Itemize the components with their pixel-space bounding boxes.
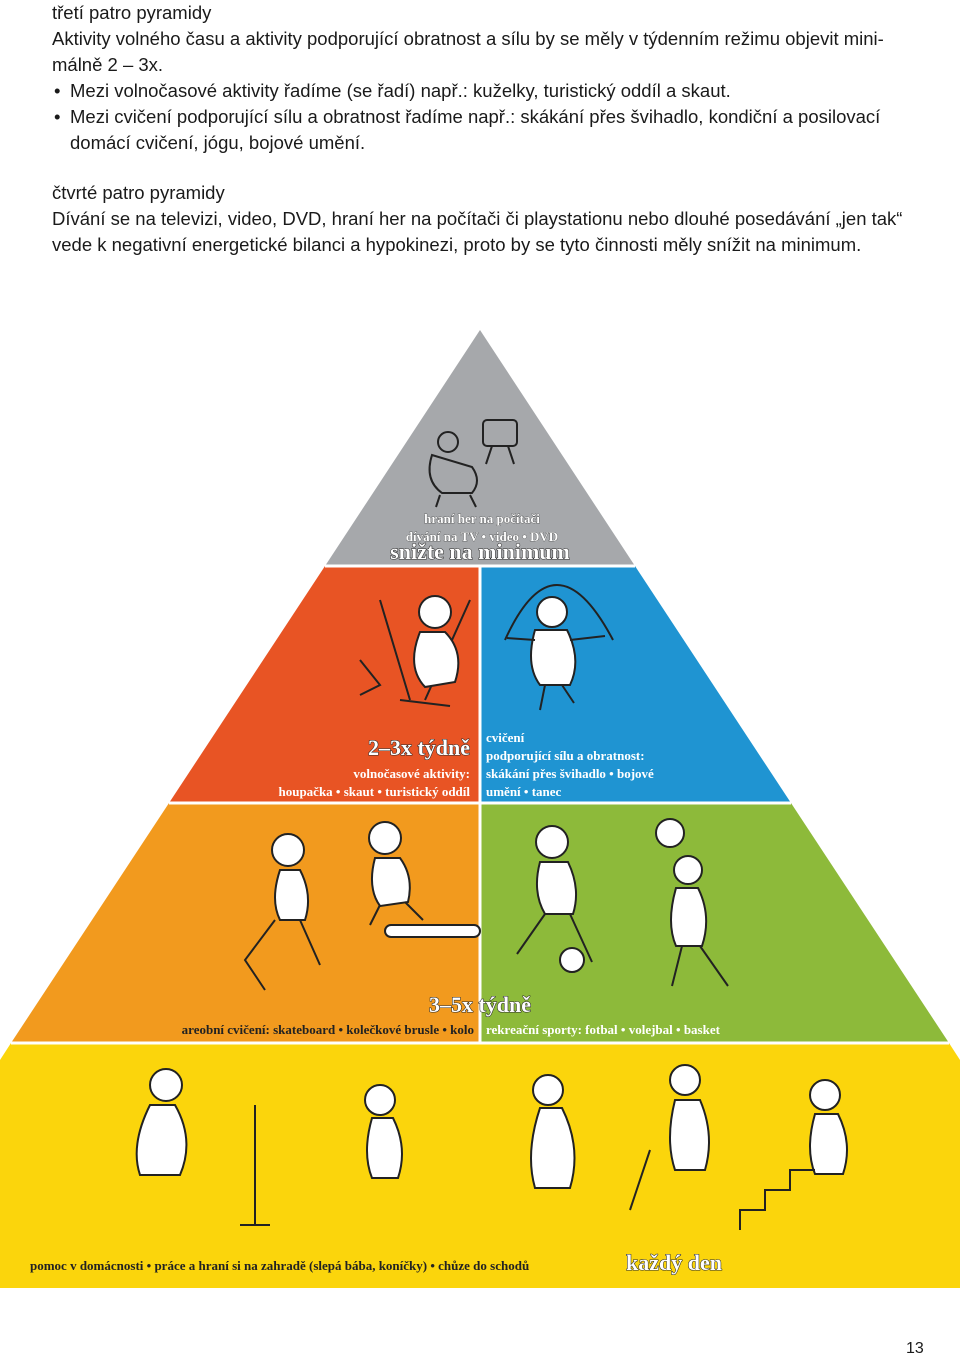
tier3-left-label: areobní cvičení: skateboard • kolečkové …: [182, 1022, 474, 1037]
tier2-frequency: 2–3x týdně: [368, 735, 470, 760]
skateboard-figure-icon: [243, 821, 481, 991]
tier3-frequency: 3–5x týdně: [429, 992, 531, 1017]
tier2-right-line3: skákání přes švihadlo • bojové: [486, 766, 654, 781]
tier2-right-line4: umění • tanec: [486, 784, 562, 799]
paragraph: Dívání se na televizi, video, DVD, hraní…: [52, 208, 903, 255]
tier3-right-label: rekreační sporty: fotbal • volejbal • ba…: [486, 1022, 721, 1037]
tier2-left-line1: volnočasové aktivity:: [353, 766, 470, 781]
pyramid-tier2-left: [169, 566, 480, 803]
bullet-item: Mezi volnočasové aktivity řadíme (se řad…: [52, 78, 932, 104]
base-frequency: každý den: [626, 1250, 722, 1275]
tv-watching-figure-icon: [428, 419, 518, 508]
top-tier-line1: hraní her na počítači: [424, 511, 540, 526]
tier2-right-line2: podporující sílu a obratnost:: [486, 748, 645, 763]
tier2-right-line1: cvičení: [486, 730, 525, 745]
section-heading: třetí patro pyramidy: [52, 2, 212, 23]
paragraph-line: Aktivity volného času a aktivity podporu…: [52, 28, 884, 49]
section-fourth-floor: čtvrté patro pyramidy Dívání se na telev…: [52, 180, 932, 258]
pyramid-tier-top: [325, 330, 635, 566]
section-third-floor: třetí patro pyramidy Aktivity volného ča…: [52, 0, 932, 156]
swing-figure-icon: [359, 595, 471, 707]
household-figures-icon: [135, 1064, 848, 1230]
bullet-list: Mezi volnočasové aktivity řadíme (se řad…: [52, 78, 932, 156]
tier2-left-line2: houpačka • skaut • turistický oddíl: [278, 784, 470, 799]
base-label: pomoc v domácnosti • práce a hraní si na…: [30, 1258, 529, 1273]
top-tier-frequency: snižte na minimum: [390, 539, 570, 564]
pyramid-tier-base: [0, 1043, 960, 1288]
pyramid-tier3-left: [11, 803, 480, 1043]
bullet-item: Mezi cvičení podporující sílu a obratnos…: [52, 104, 932, 156]
football-figure-icon: [516, 825, 593, 973]
volleyball-figure-icon: [655, 818, 729, 987]
section-heading: čtvrté patro pyramidy: [52, 182, 225, 203]
jump-rope-figure-icon: [504, 584, 614, 711]
pyramid-tier3-right: [480, 803, 949, 1043]
paragraph: Aktivity volného času a aktivity podporu…: [52, 26, 932, 78]
page-number: 13: [906, 1340, 924, 1357]
top-tier-line2: dívání na TV • video • DVD: [406, 529, 558, 544]
paragraph-line: málně 2 – 3x.: [52, 54, 164, 75]
